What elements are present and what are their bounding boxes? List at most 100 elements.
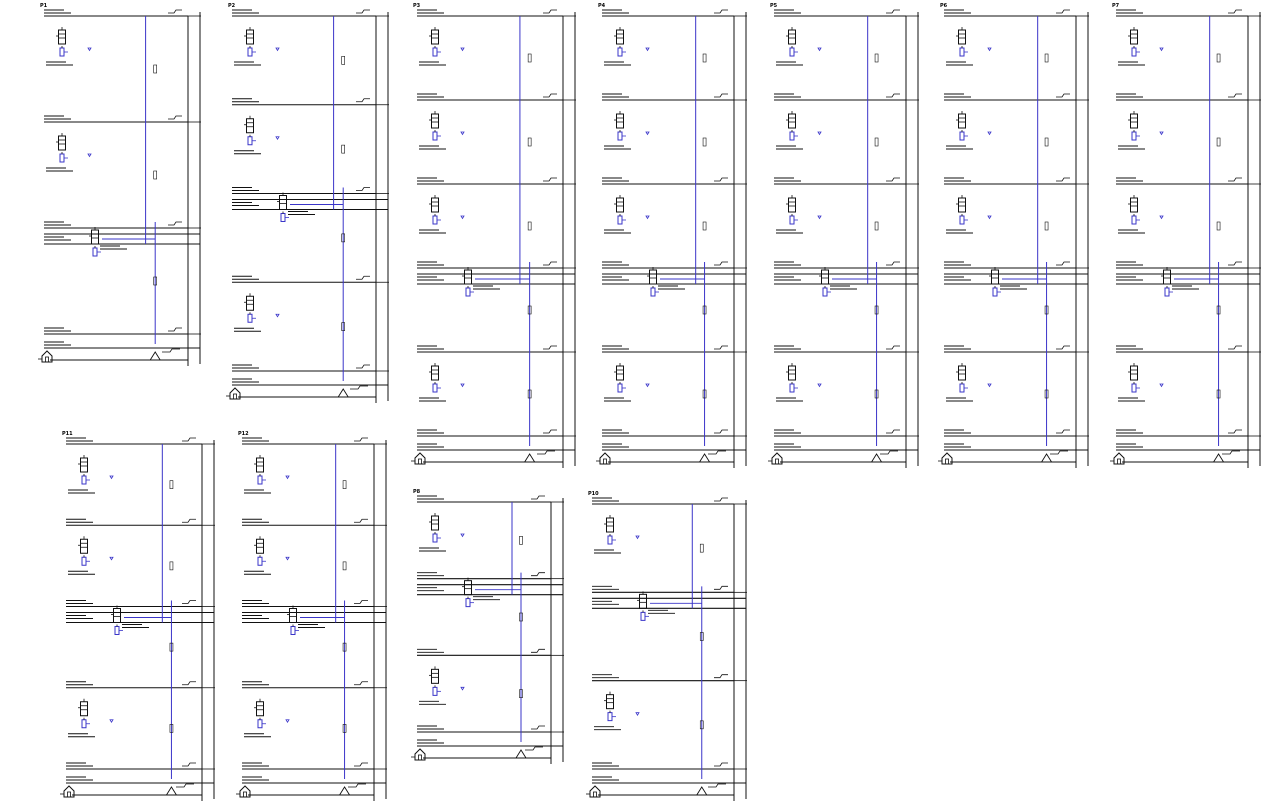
- elevation-marker: [708, 450, 726, 455]
- heater-tank-icon: [429, 363, 441, 393]
- elevation-marker: [1228, 177, 1242, 182]
- valve-body: [617, 215, 623, 225]
- valve-icon: [1131, 130, 1140, 141]
- heater-tank-icon: [429, 666, 441, 696]
- heater-tank-icon: [429, 513, 441, 543]
- valve-body: [257, 719, 263, 729]
- check-mark-icon: [460, 47, 465, 52]
- valve-icon: [959, 130, 968, 141]
- elevation-marker: [354, 762, 368, 767]
- elevation-marker: [182, 681, 196, 686]
- tank-body: [431, 113, 439, 129]
- valve-body: [959, 383, 965, 393]
- elevation-marker: [886, 9, 900, 14]
- panel-label: P11: [62, 431, 73, 437]
- elevation-marker: [176, 783, 194, 788]
- meter-assembly-icon: [524, 453, 536, 463]
- heater-tank-icon: [462, 267, 474, 297]
- valve-icon: [290, 624, 299, 635]
- heater-tank-icon: [244, 27, 256, 57]
- tank-body: [431, 515, 439, 531]
- check-mark-icon: [635, 535, 640, 540]
- base-outline: [599, 452, 611, 465]
- riser-fitting: [519, 536, 523, 545]
- riser-fitting: [702, 389, 707, 399]
- riser-fitting: [527, 389, 532, 399]
- heater-tank-icon: [614, 27, 626, 57]
- valve-body: [1164, 287, 1170, 297]
- meter-assembly-icon: [871, 453, 882, 463]
- valve-icon: [257, 717, 266, 729]
- base-outline: [589, 785, 601, 798]
- panel-p7: P7: [1110, 3, 1261, 468]
- valve-icon: [280, 211, 289, 222]
- valve-body: [789, 47, 795, 57]
- tank-body: [1130, 197, 1138, 213]
- tank-body: [431, 668, 439, 684]
- tank-body: [80, 457, 88, 473]
- elevation-marker: [886, 177, 900, 182]
- check-mark-icon: [460, 215, 465, 220]
- elevation-marker: [714, 674, 728, 679]
- check-mark-icon: [460, 383, 465, 388]
- meter-assembly-icon: [1041, 453, 1052, 463]
- base-door: [775, 458, 779, 465]
- valve-icon: [114, 624, 123, 635]
- check-mark-icon: [87, 153, 92, 158]
- panel-p10: P10: [586, 491, 747, 801]
- check-mark-icon: [109, 556, 114, 561]
- valve-icon: [432, 214, 441, 225]
- base-outline: [63, 785, 75, 798]
- riser-fitting: [527, 305, 532, 315]
- elevation-marker: [356, 364, 370, 369]
- check-mark-icon: [645, 131, 650, 136]
- panel-p6: P6: [938, 3, 1089, 468]
- tank-body: [91, 229, 99, 245]
- elevation-marker: [354, 600, 368, 604]
- elevation-marker: [886, 261, 900, 266]
- building-entry-icon: [938, 452, 953, 465]
- heater-tank-icon: [78, 455, 90, 485]
- tank-body: [958, 365, 966, 381]
- base-door: [603, 458, 607, 465]
- panel-p5: P5: [768, 3, 919, 468]
- valve-icon: [822, 286, 831, 297]
- riser-fitting: [342, 561, 347, 571]
- valve-body: [959, 215, 965, 225]
- elevation-marker: [714, 585, 728, 590]
- riser-fitting: [527, 53, 532, 63]
- tank-body: [80, 538, 88, 554]
- base-door: [233, 393, 237, 400]
- riser-fitting: [702, 53, 707, 63]
- riser-fitting: [1216, 53, 1221, 63]
- check-mark-icon: [645, 383, 650, 388]
- check-mark-icon: [1159, 47, 1164, 52]
- building-entry-icon: [586, 785, 601, 798]
- base-door: [945, 458, 949, 465]
- riser-fitting: [341, 322, 346, 331]
- meter-assembly-icon: [166, 786, 177, 796]
- valve-body: [257, 556, 263, 566]
- riser-fitting: [1044, 137, 1049, 147]
- panel-label: P1: [40, 3, 48, 9]
- tank-body: [958, 197, 966, 213]
- base-door: [593, 791, 597, 798]
- heater-tank-icon: [786, 195, 798, 225]
- check-mark-icon: [460, 131, 465, 136]
- valve-icon: [789, 214, 798, 225]
- elevation-marker: [1222, 450, 1240, 455]
- valve-body: [617, 131, 623, 141]
- elevation-marker: [356, 187, 370, 191]
- check-mark-icon: [1159, 383, 1164, 388]
- heater-tank-icon: [614, 363, 626, 393]
- tank-body: [616, 113, 624, 129]
- panel-p8: P8: [411, 489, 564, 764]
- elevation-marker: [714, 429, 728, 434]
- valve-icon: [617, 382, 626, 393]
- valve-icon: [640, 610, 649, 621]
- valve-icon: [92, 246, 101, 257]
- valve-body: [257, 475, 263, 485]
- heater-tank-icon: [277, 192, 289, 222]
- valve-body: [114, 626, 120, 635]
- heater-tank-icon: [614, 111, 626, 141]
